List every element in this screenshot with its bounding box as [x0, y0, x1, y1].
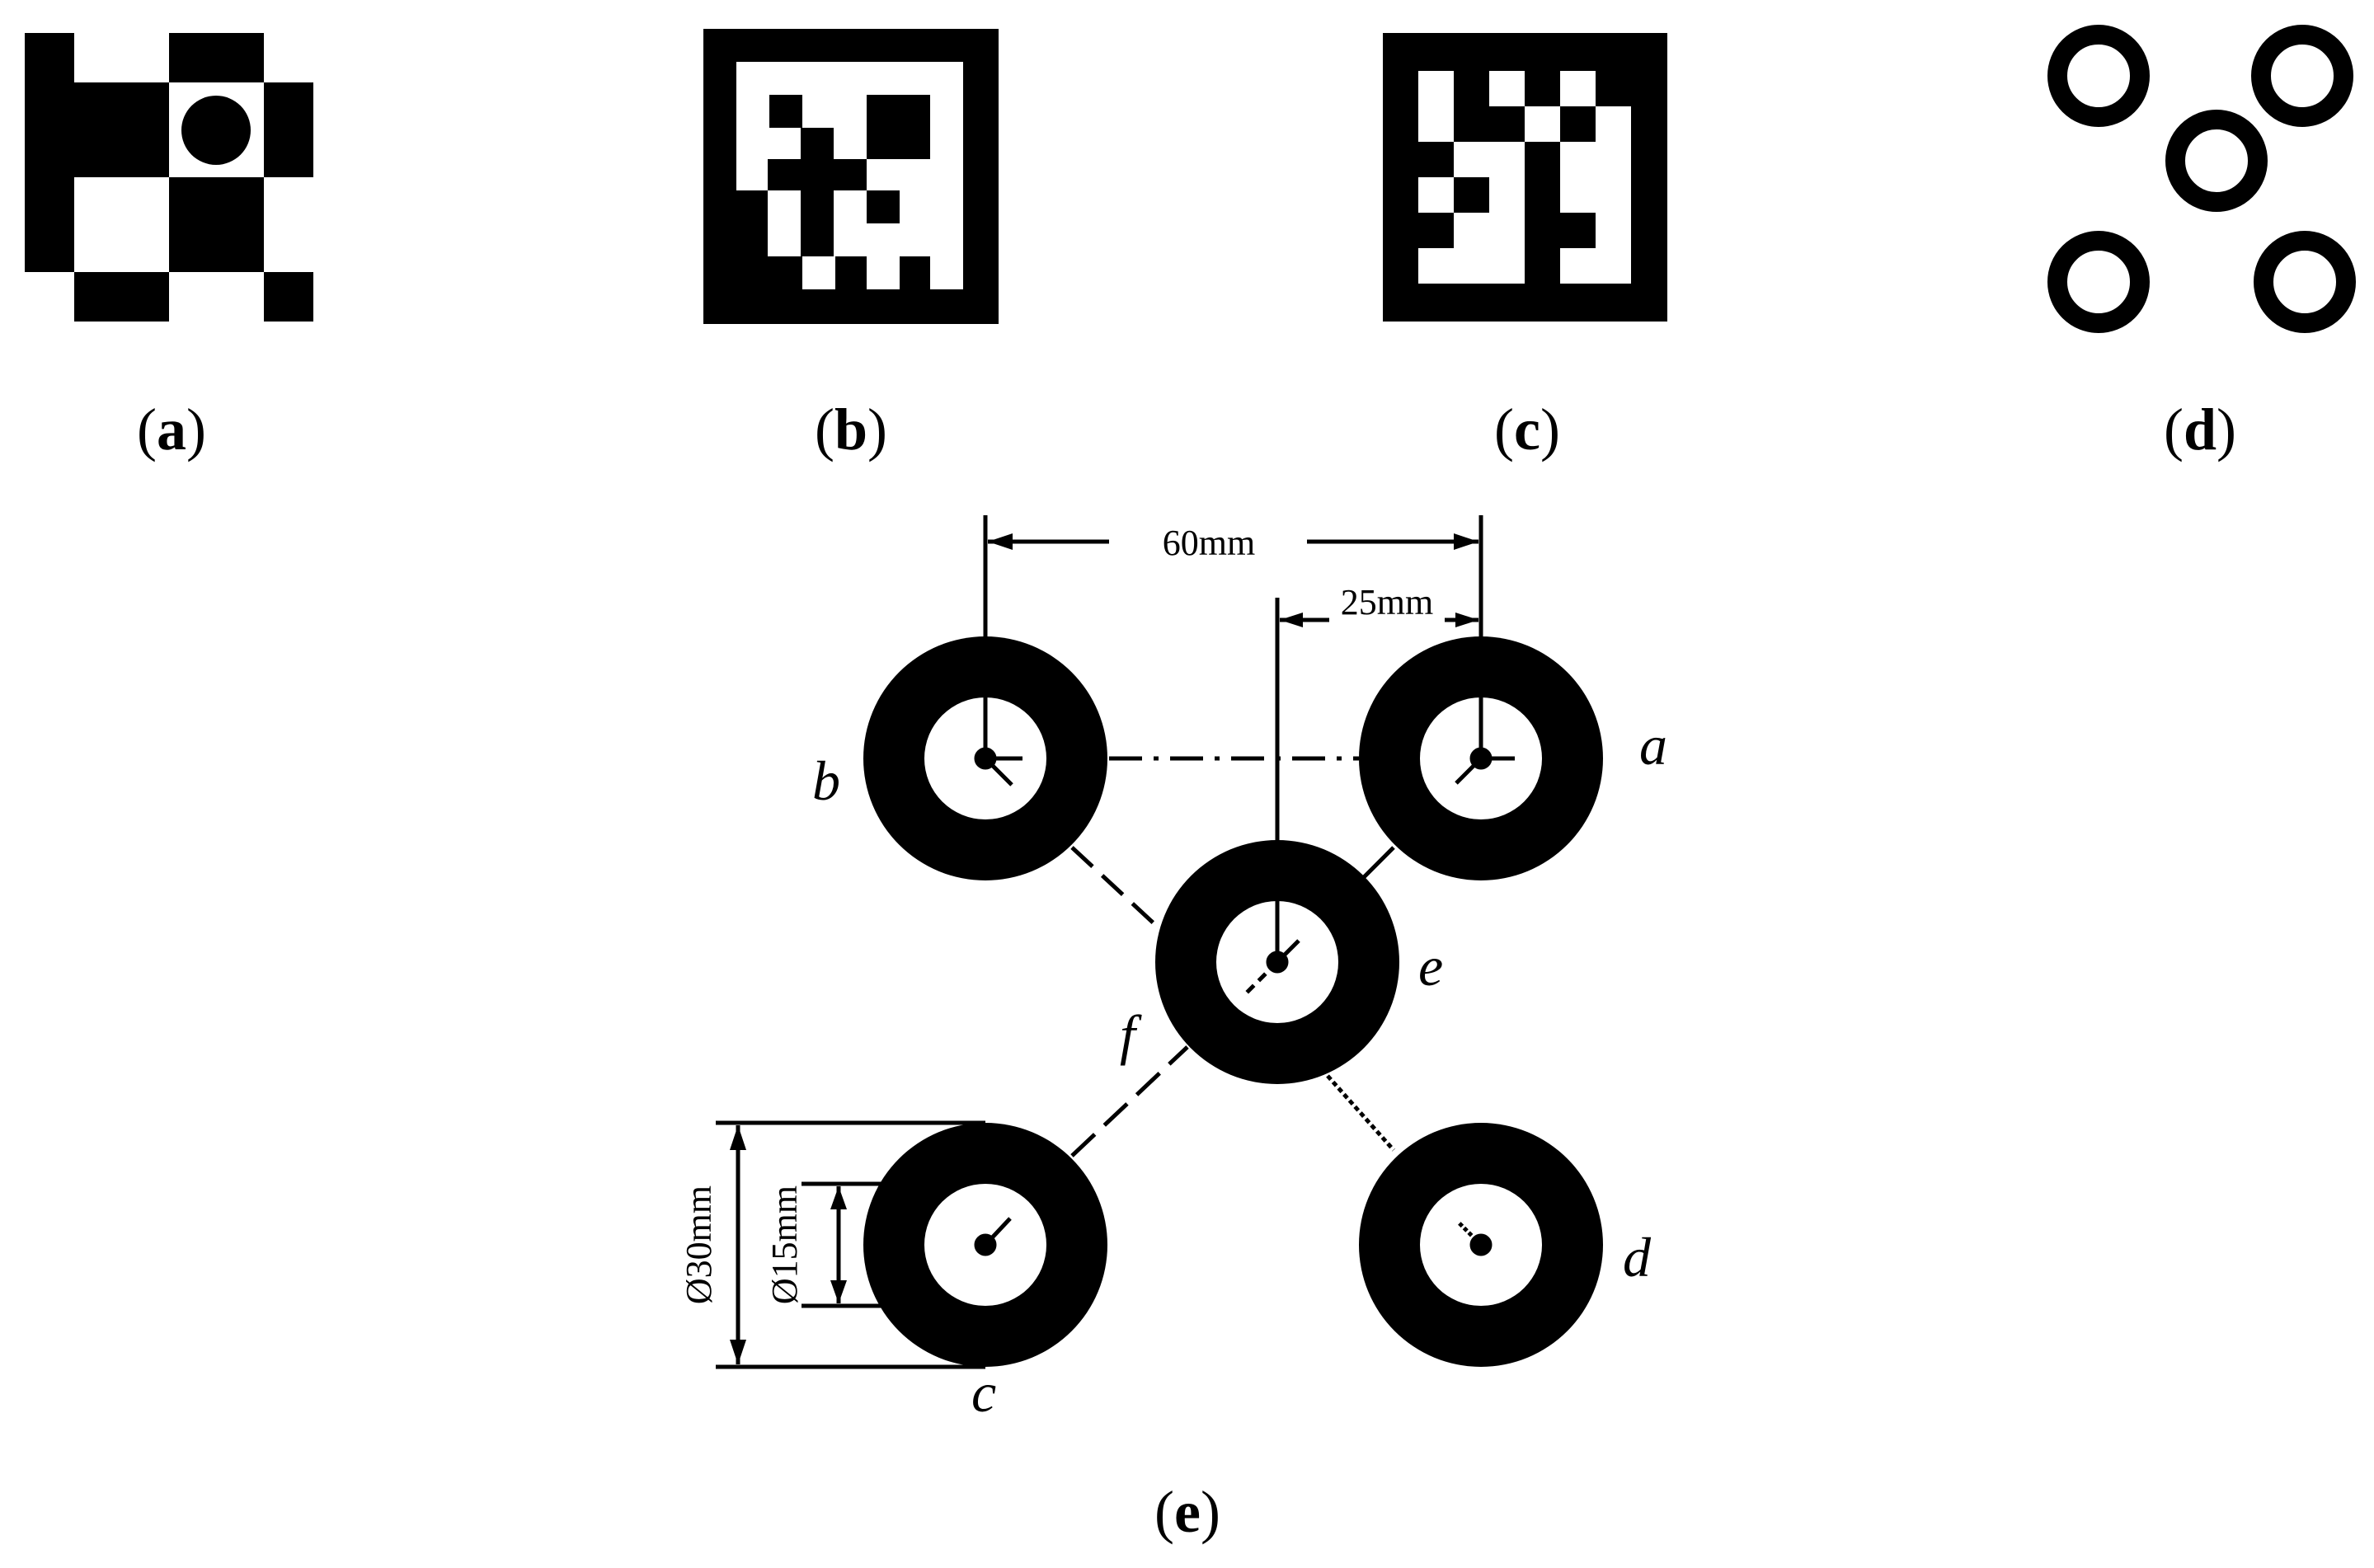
panel-e-diagram: 60mm 25mm Ø30mm Ø15mm a [679, 515, 1667, 1424]
ring-icon [2165, 110, 2268, 212]
panel-a-marker [25, 33, 313, 322]
panel-b-marker [703, 29, 999, 324]
ring-icon [2254, 231, 2356, 333]
panel-e-caption: (e) [1154, 1479, 1220, 1545]
point-label-a: a [1639, 714, 1667, 777]
dimension-outer-diameter [716, 1120, 985, 1369]
panel-b-caption: (b) [815, 397, 887, 462]
point-label-d: d [1623, 1226, 1652, 1289]
dot-icon [181, 96, 251, 165]
dimension-outer-diameter-label: Ø30mm [679, 1185, 719, 1304]
ring-icon [2047, 25, 2150, 127]
point-label-b: b [812, 749, 840, 812]
panel-d-caption: (d) [2164, 397, 2236, 462]
ring-icon [2047, 231, 2150, 333]
dimension-inner-diameter-label: Ø15mm [764, 1185, 805, 1304]
center-marks [974, 747, 1515, 1256]
connector-lines [1070, 756, 1395, 1157]
point-label-c: c [971, 1361, 996, 1424]
dimension-25mm [1275, 598, 1478, 962]
dimension-60mm [983, 515, 1483, 758]
panel-c-caption: (c) [1494, 397, 1560, 462]
panel-d-marker [2047, 25, 2356, 333]
ring-icon [2251, 25, 2353, 127]
dimension-inner-diameter [802, 1181, 924, 1308]
panel-a-caption: (a) [137, 397, 206, 462]
dimension-25mm-label: 25mm [1341, 582, 1433, 622]
panel-c-marker [1383, 33, 1667, 322]
point-label-f: f [1120, 1003, 1142, 1066]
point-label-e: e [1418, 935, 1443, 998]
dimension-60mm-label: 60mm [1163, 523, 1255, 563]
